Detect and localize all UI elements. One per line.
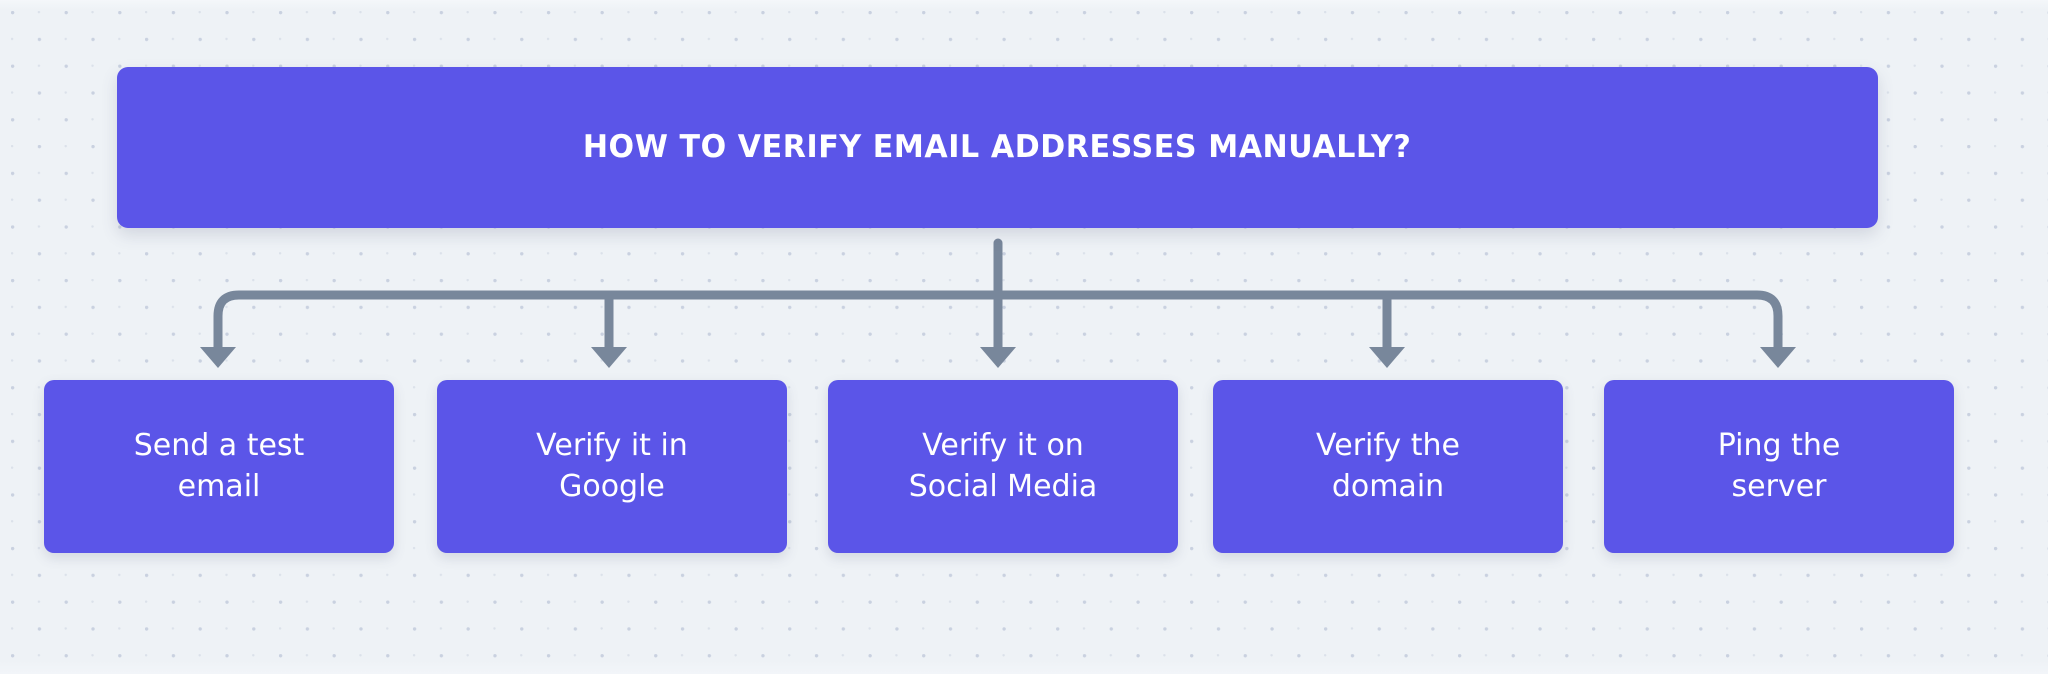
arrowhead-4 <box>1369 347 1405 368</box>
node-label: Verify it on Social Media <box>908 427 1098 504</box>
arrowhead-3 <box>980 347 1016 368</box>
arrowhead-2 <box>591 347 627 368</box>
header-node[interactable]: HOW TO VERIFY EMAIL ADDRESSES MANUALLY? <box>117 67 1878 228</box>
arrowhead-1 <box>200 347 236 368</box>
arrowhead-5 <box>1760 347 1796 368</box>
node-verify-social-media[interactable]: Verify it on Social Media <box>828 380 1178 553</box>
node-send-test-email[interactable]: Send a test email <box>44 380 394 553</box>
node-label: Ping the server <box>1717 427 1841 504</box>
node-label: Verify the domain <box>1316 427 1460 504</box>
connector-bus <box>213 290 1783 357</box>
node-ping-server[interactable]: Ping the server <box>1604 380 1954 553</box>
top-edge-gradient <box>0 0 2048 10</box>
node-label: Verify it in Google <box>536 427 688 504</box>
node-label: Send a test email <box>133 427 305 504</box>
bottom-edge-gradient <box>0 660 2048 674</box>
node-verify-in-google[interactable]: Verify it in Google <box>437 380 787 553</box>
node-verify-domain[interactable]: Verify the domain <box>1213 380 1563 553</box>
header-title: HOW TO VERIFY EMAIL ADDRESSES MANUALLY? <box>583 128 1412 165</box>
